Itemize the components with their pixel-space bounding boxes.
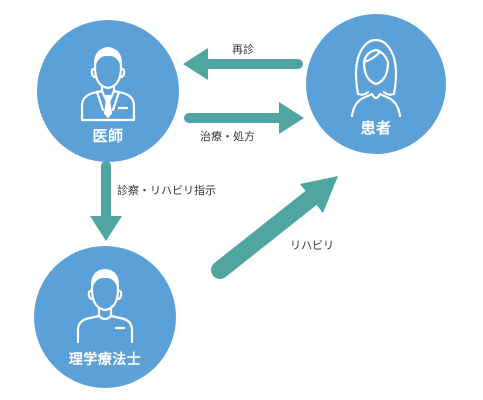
patient-label: 患者 bbox=[360, 119, 392, 137]
doctor-node: 医師 bbox=[37, 20, 179, 162]
therapist-label: 理学療法士 bbox=[68, 352, 142, 368]
patient-icon bbox=[350, 38, 402, 118]
edge-label-instruction: 診察・リハビリ指示 bbox=[117, 184, 216, 197]
therapist-node: 理学療法士 bbox=[34, 246, 176, 388]
edge-label-rehab: リハビリ bbox=[290, 239, 334, 252]
arrow-treatment bbox=[184, 102, 304, 134]
patient-node: 患者 bbox=[306, 14, 446, 154]
arrow-rehab bbox=[211, 176, 338, 279]
doctor-icon bbox=[80, 46, 136, 122]
arrow-revisit bbox=[183, 48, 303, 80]
arrow-instruction bbox=[90, 161, 122, 241]
therapist-icon bbox=[76, 268, 134, 344]
edge-label-revisit: 再診 bbox=[232, 43, 254, 56]
doctor-label: 医師 bbox=[92, 127, 124, 145]
edge-label-treatment: 治療・処方 bbox=[200, 130, 255, 143]
